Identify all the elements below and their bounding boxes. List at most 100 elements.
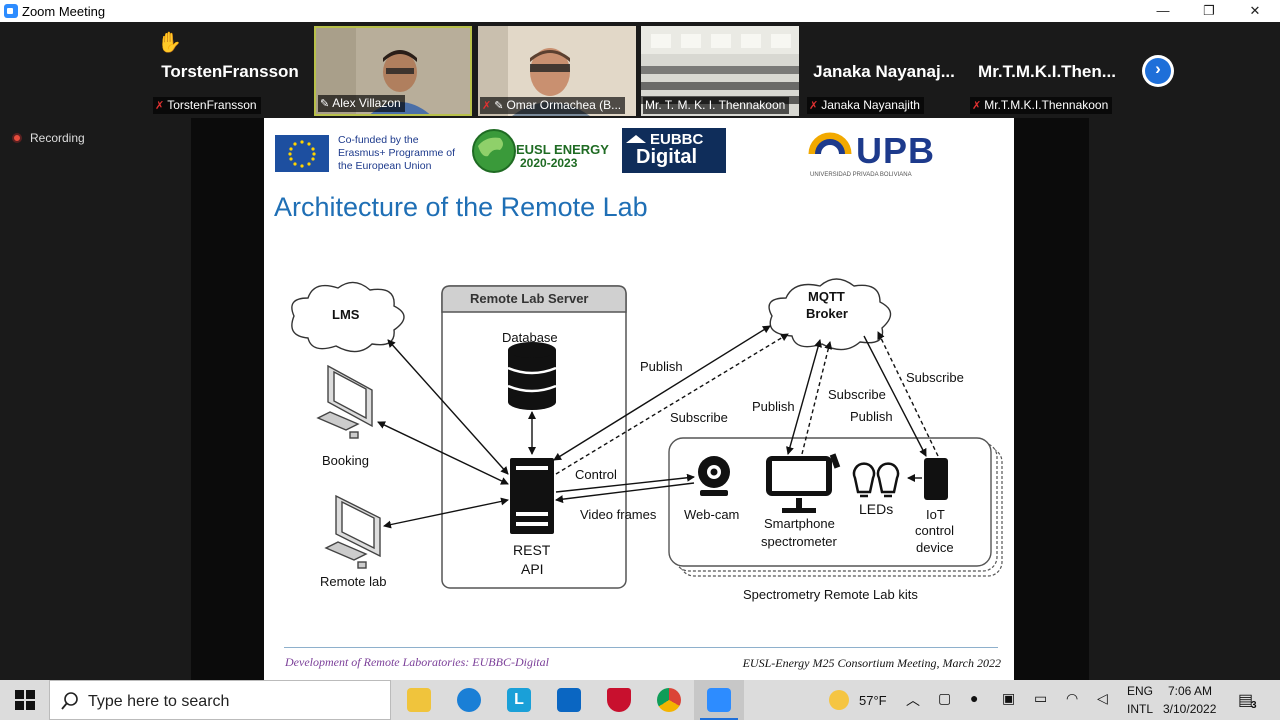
remote-lab-label: Remote lab — [320, 574, 387, 589]
participant-caption: Mr. T. M. K. I. Thennakoon — [643, 97, 790, 114]
zoom-taskbar-button[interactable] — [694, 680, 744, 720]
eubbc-logo-top: EUBBC — [650, 131, 704, 148]
eubbc-logo-bottom: Digital — [636, 146, 698, 168]
upb-logo-subtitle: UNIVERSIDAD PRIVADA BOLIVIANA — [810, 172, 912, 178]
participant-caption: ✗TorstenFransson — [153, 97, 261, 114]
leds-icon — [852, 462, 900, 498]
weather-icon[interactable] — [829, 690, 849, 710]
mic-muted-icon: ✗ — [155, 100, 165, 112]
participant-name: Janaka Nayanaj... — [813, 62, 955, 81]
battery-icon[interactable]: ▭ — [1034, 690, 1048, 706]
iot-label-1: IoT — [926, 507, 945, 522]
participant-caption: ✎Alex Villazon — [318, 95, 405, 112]
lms-label: LMS — [332, 307, 360, 322]
window-title: Zoom Meeting — [22, 4, 106, 19]
recording-indicator[interactable]: Recording — [12, 131, 85, 145]
display-icon[interactable]: ▣ — [1002, 690, 1016, 706]
participant-name: TorstenFransson — [161, 62, 299, 81]
publish-left-label: Publish — [640, 359, 683, 374]
rest-api-label-2: API — [521, 561, 544, 577]
server-title: Remote Lab Server — [470, 291, 589, 306]
participant-tile[interactable]: ✗✎Omar Ormachea (B... — [478, 26, 636, 116]
chevron-up-icon[interactable]: ︿ — [906, 692, 920, 708]
next-participants-button[interactable]: › — [1142, 55, 1174, 87]
sponsor-logos — [275, 128, 852, 173]
diagram-arrows — [377, 325, 939, 529]
windows-taskbar: Type here to search L 57°F ︿ ▢ ● ▣ ▭ ◠ ◁… — [0, 680, 1280, 720]
leds-label: LEDs — [859, 501, 894, 517]
kits-container — [668, 437, 1003, 577]
webcam-label: Web-cam — [684, 507, 740, 522]
presentation-slide: Co-funded by the Erasmus+ Programme of t… — [264, 118, 1014, 680]
chrome-browser-icon[interactable] — [657, 688, 681, 712]
minimize-button[interactable]: — — [1156, 3, 1170, 18]
footer-right-text: EUSL-Energy M25 Consortium Meeting, Marc… — [742, 656, 1001, 670]
slide-title: Architecture of the Remote Lab — [274, 192, 648, 222]
microphone-icon[interactable]: ● — [970, 690, 979, 706]
raised-hand-icon: ✋ — [157, 32, 182, 54]
volume-icon[interactable]: ◁ — [1097, 690, 1108, 706]
eubbc-logo-box — [622, 128, 726, 173]
publish-mid-label: Publish — [752, 399, 795, 414]
remote-lab-computer-icon — [324, 494, 381, 569]
eu-cofunded-text: Co-funded by the Erasmus+ Programme of t… — [338, 134, 455, 172]
upb-logo-name: UPB — [856, 130, 936, 171]
subscribe-right-label: Subscribe — [906, 370, 964, 385]
subscribe-mid-label: Subscribe — [828, 387, 886, 402]
smartphone-label-2: spectrometer — [761, 534, 837, 549]
iot-label-3: device — [916, 540, 954, 555]
mic-muted-icon: ✗ — [482, 100, 492, 112]
mic-muted-icon: ✗ — [809, 100, 819, 112]
database-label: Database — [502, 330, 558, 345]
iot-device-icon — [924, 458, 948, 500]
recording-dot-icon — [12, 133, 22, 143]
mqtt-label-1: MQTT — [808, 289, 845, 304]
participant-tile[interactable]: Janaka Nayanaj... ✗Janaka Nayanajith — [805, 26, 963, 116]
participant-tile[interactable]: Mr.T.M.K.I.Then... ✗Mr.T.M.K.I.Thennakoo… — [968, 26, 1126, 116]
edge-browser-icon[interactable] — [457, 688, 481, 712]
file-explorer-icon[interactable] — [407, 688, 431, 712]
participant-tile[interactable]: ✋ TorstenFransson ✗TorstenFransson — [151, 26, 309, 116]
smartphone-icon — [766, 453, 841, 513]
zoom-icon — [707, 688, 731, 712]
architecture-diagram — [291, 278, 1003, 589]
search-icon — [61, 692, 78, 710]
eu-flag-logo — [275, 135, 329, 172]
control-label: Control — [575, 467, 617, 482]
weather-temp[interactable]: 57°F — [859, 693, 887, 708]
notification-count: 3 — [1251, 700, 1257, 711]
mic-muted-icon: ✗ — [972, 100, 982, 112]
publish-right-label: Publish — [850, 409, 893, 424]
mqtt-label-2: Broker — [806, 306, 848, 321]
participant-tile-active-speaker[interactable]: ✎Alex Villazon — [314, 26, 472, 116]
window-titlebar: Zoom Meeting — ❐ ✕ — [0, 0, 1280, 22]
booking-label: Booking — [322, 453, 369, 468]
lms-cloud — [291, 281, 405, 353]
database-icon — [507, 342, 557, 410]
iot-label-2: control — [915, 523, 955, 538]
clock-date[interactable]: 3/10/2022 — [1163, 702, 1217, 716]
language-code[interactable]: ENG — [1127, 684, 1154, 698]
eusl-energy-name: EUSL ENERGY — [516, 142, 609, 157]
participant-name: Mr.T.M.K.I.Then... — [978, 62, 1116, 81]
kits-label: Spectrometry Remote Lab kits — [743, 587, 918, 602]
participant-caption: ✗Mr.T.M.K.I.Thennakoon — [970, 97, 1113, 114]
footer-divider — [284, 647, 998, 648]
mcafee-icon[interactable] — [607, 688, 631, 712]
clock-time[interactable]: 7:06 AM — [1168, 684, 1213, 698]
meet-now-icon[interactable]: ▢ — [938, 690, 952, 706]
close-button[interactable]: ✕ — [1249, 3, 1261, 18]
webcam-icon — [698, 456, 730, 496]
notification-center-icon[interactable]: ▤ — [1238, 692, 1254, 709]
taskbar-search-box[interactable]: Type here to search — [49, 680, 391, 720]
rest-api-server-icon — [510, 458, 554, 534]
participant-tile[interactable]: Mr. T. M. K. I. Thennakoon — [641, 26, 799, 116]
language-layout[interactable]: INTL — [1127, 702, 1154, 716]
smartphone-label-1: Smartphone — [764, 516, 835, 531]
mail-app-icon[interactable] — [557, 688, 581, 712]
footer-left-text: Development of Remote Laboratories: EUBB… — [285, 655, 549, 669]
launcher-app-icon[interactable]: L — [507, 688, 531, 712]
restore-button[interactable]: ❐ — [1203, 3, 1215, 18]
wifi-icon[interactable]: ◠ — [1066, 690, 1079, 706]
windows-start-icon[interactable] — [15, 690, 35, 710]
